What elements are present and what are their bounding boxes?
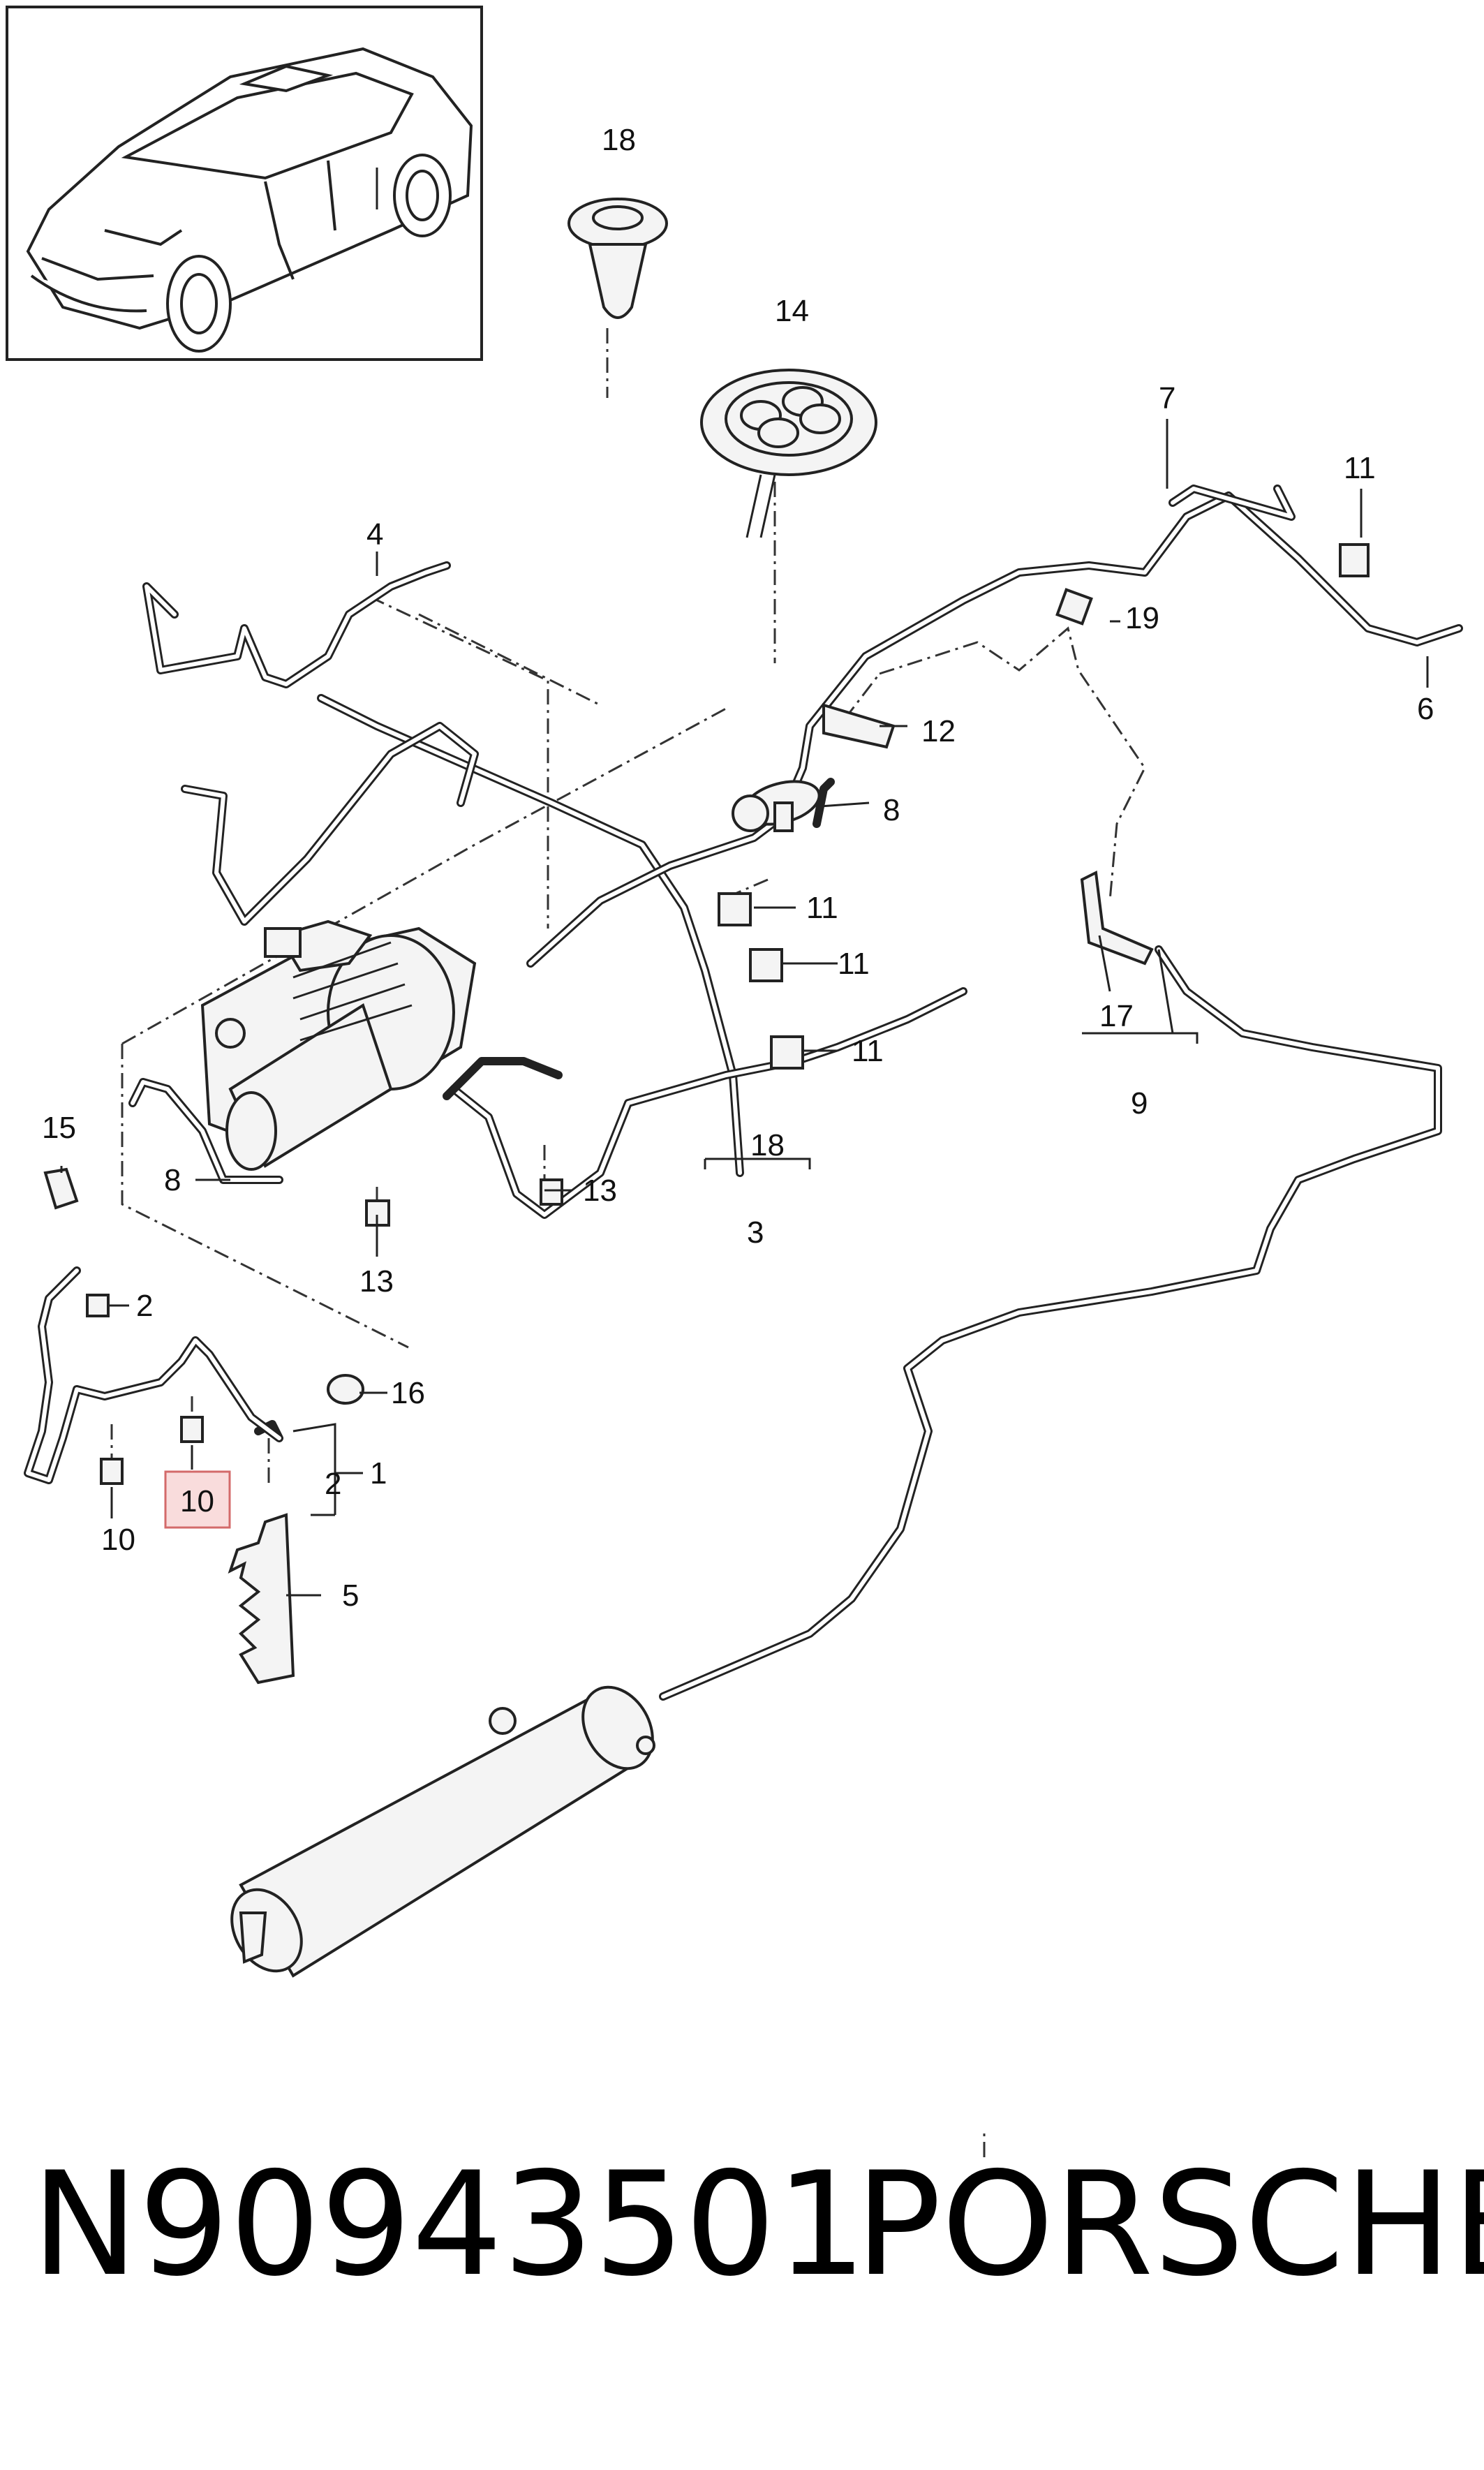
air-compressor	[200, 919, 477, 1171]
callout-10-highlight: 10	[180, 1484, 214, 1518]
callout-10: 10	[101, 1523, 135, 1557]
pipe-lines	[24, 485, 1463, 1701]
callout-4: 4	[366, 517, 383, 552]
brand-name: PORSCHE	[855, 2142, 1484, 2308]
callout-15: 15	[42, 1111, 76, 1145]
grommet-part	[567, 198, 668, 319]
callout-8-right: 8	[883, 793, 900, 827]
callout-12: 12	[921, 714, 956, 748]
clip-11-a	[718, 892, 752, 926]
large-grommet-part	[700, 369, 877, 538]
part-number: N90943501	[31, 2142, 867, 2308]
callout-13-right: 13	[583, 1174, 617, 1208]
pad-19	[1055, 588, 1093, 626]
vehicle-thumbnail	[6, 6, 483, 361]
callout-6: 6	[1417, 692, 1434, 726]
callout-18-mid: 18	[750, 1128, 785, 1162]
clip-12	[822, 703, 896, 749]
callout-14: 14	[775, 294, 809, 328]
callout-11-top: 11	[1344, 451, 1376, 485]
clip-11-top	[1339, 543, 1370, 577]
callout-8-left: 8	[164, 1163, 181, 1197]
callout-11-c: 11	[852, 1034, 884, 1068]
callout-labels: 18 14 7 11 4 19 6 12 8 11 11 11 17 9 15 …	[42, 123, 1434, 1613]
callout-11-b: 11	[838, 947, 870, 981]
bracket-part	[228, 1513, 295, 1685]
callout-16: 16	[391, 1376, 425, 1410]
car-illustration	[26, 47, 473, 353]
clip-10-highlight	[180, 1416, 204, 1443]
callout-17: 17	[1099, 999, 1134, 1033]
assembly-guides	[110, 328, 1146, 2157]
clip-11-b	[749, 948, 783, 982]
inline-filter	[732, 780, 821, 832]
reservoir-tank	[230, 1685, 655, 1978]
callout-2-bracket: 2	[325, 1467, 341, 1501]
clip-10	[100, 1458, 124, 1485]
callout-7: 7	[1159, 381, 1175, 415]
connector-17	[1080, 870, 1154, 966]
callout-3: 3	[747, 1215, 764, 1250]
callout-2-top: 2	[136, 1289, 153, 1323]
clip-13-right	[540, 1178, 563, 1206]
highlight-box	[164, 1470, 231, 1529]
clip-2	[86, 1294, 110, 1317]
callout-18-top: 18	[602, 123, 636, 157]
clip-15	[43, 1167, 79, 1210]
callout-5: 5	[342, 1578, 359, 1613]
callout-19: 19	[1125, 601, 1159, 635]
clip-11-c	[770, 1035, 804, 1070]
grommet-16	[327, 1374, 364, 1405]
leader-lines	[60, 168, 1429, 1597]
callout-1: 1	[370, 1456, 387, 1491]
callout-11-a: 11	[806, 891, 838, 925]
callout-13-left: 13	[359, 1264, 394, 1299]
callout-9: 9	[1131, 1086, 1148, 1121]
